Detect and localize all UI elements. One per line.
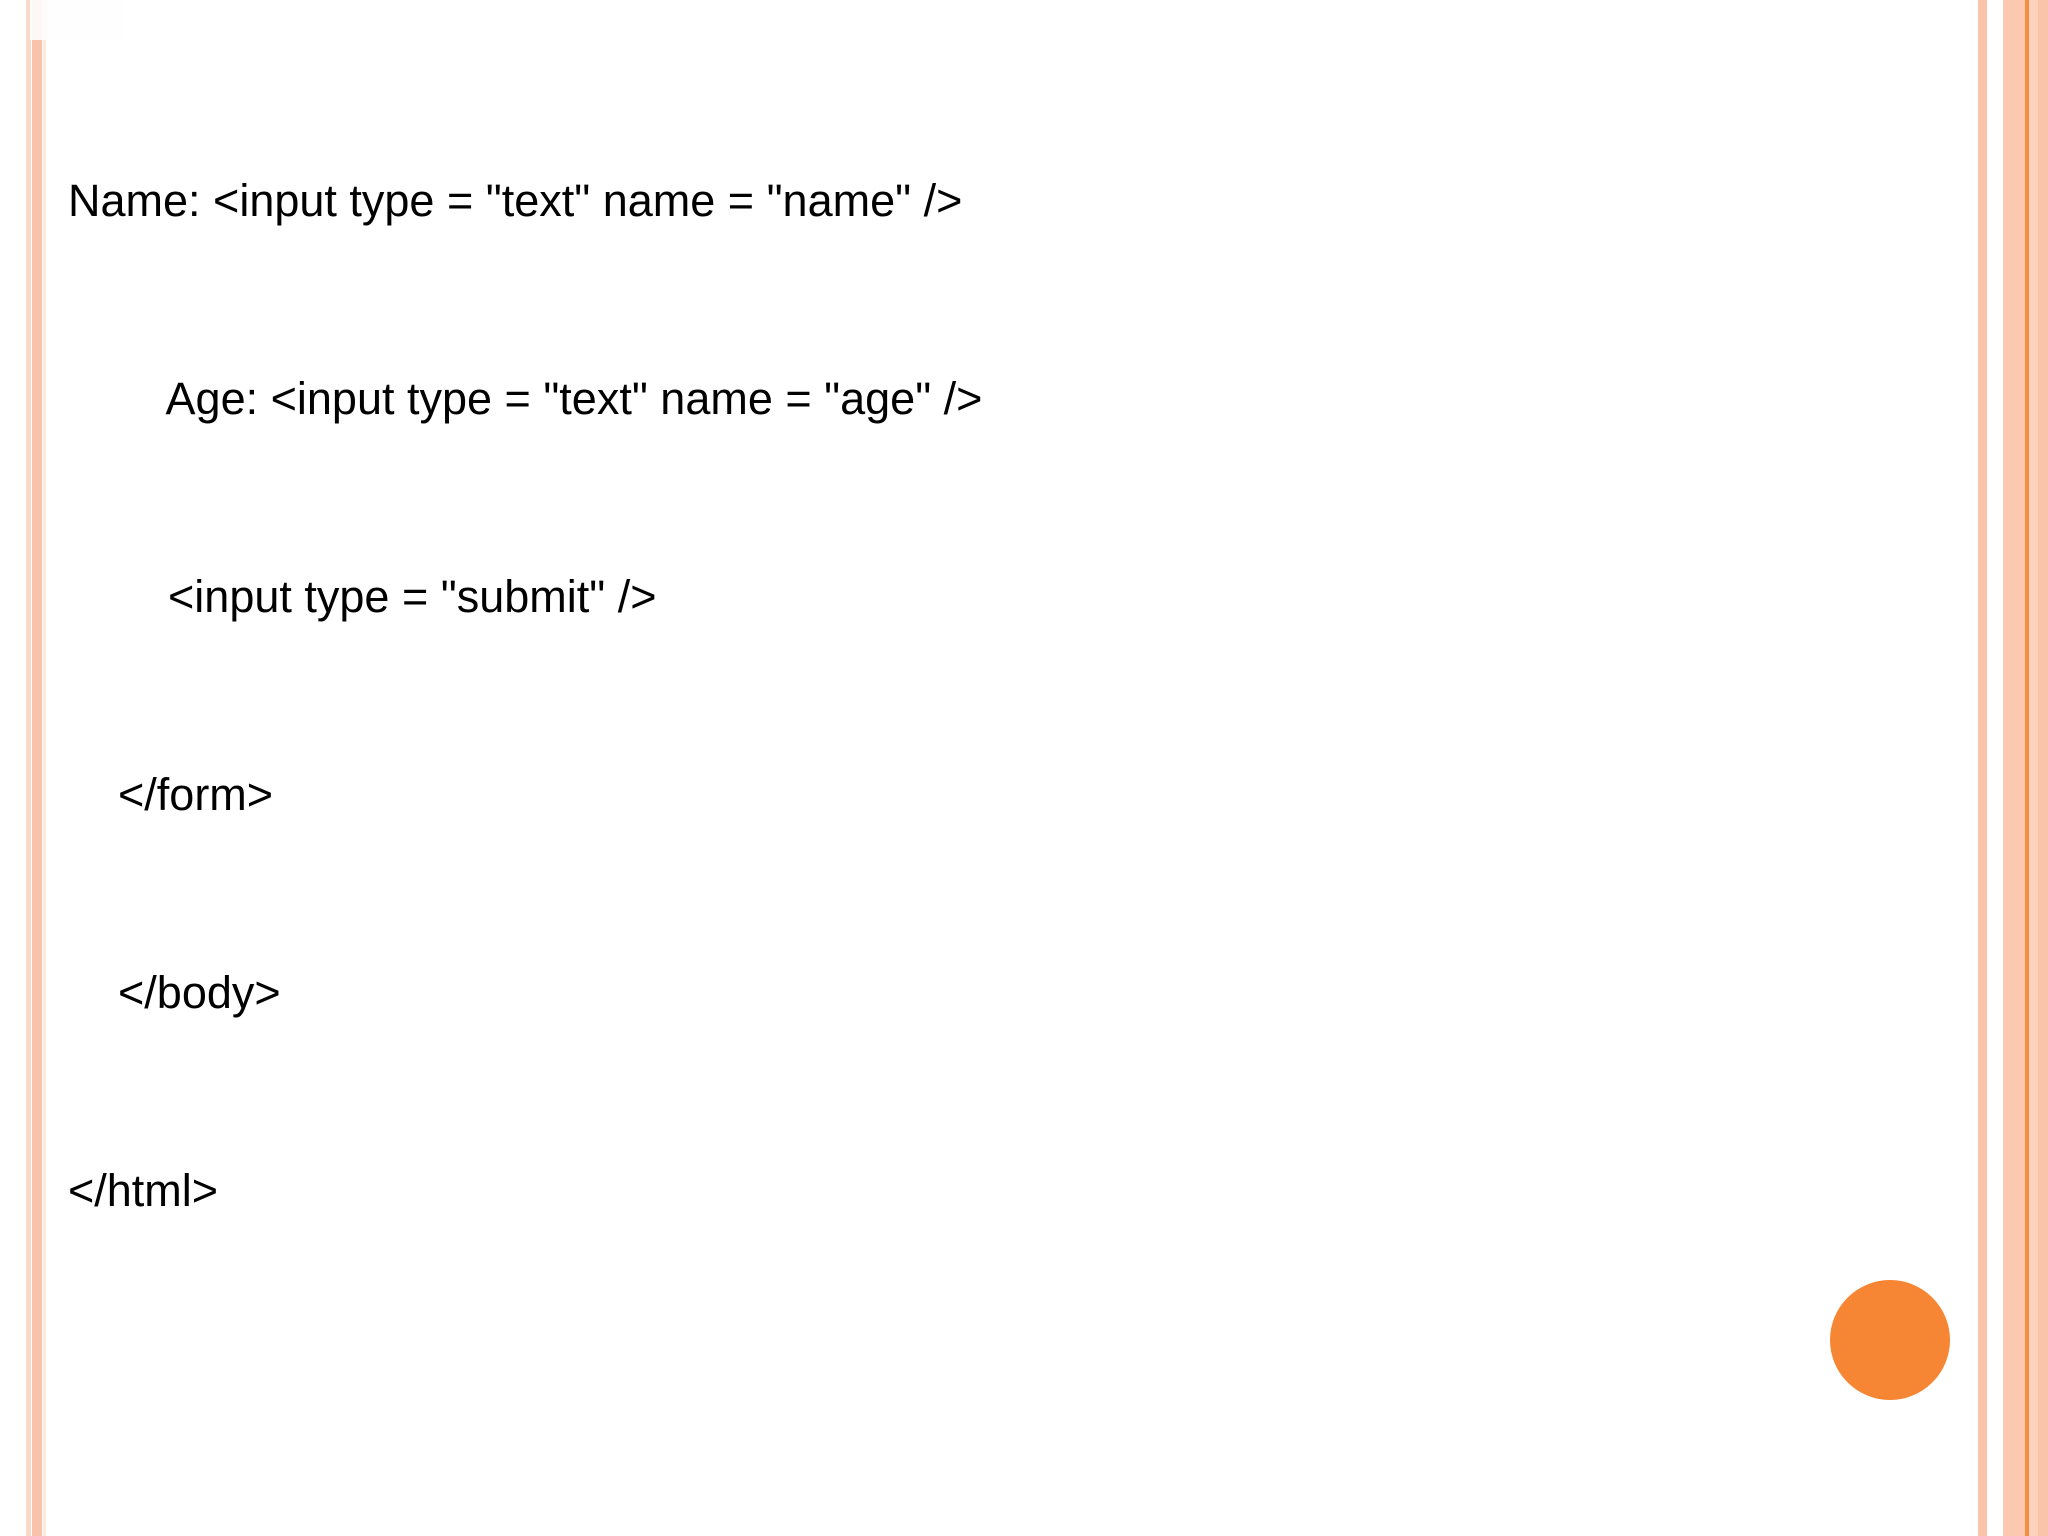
left-border-band <box>0 0 46 1536</box>
left-stripe-main <box>32 0 42 1536</box>
right-stripe-accent <box>2025 0 2029 1536</box>
code-line-age-input: Age: <input type = "text" name = "age" /… <box>68 373 983 424</box>
left-stripe-outer <box>26 0 31 1536</box>
code-line-html-close: </html> <box>68 1165 219 1216</box>
code-line-submit-input: <input type = "submit" /> <box>68 571 657 622</box>
right-stripe-1 <box>1978 0 1987 1536</box>
code-text-block: Name: <input type = "text" name = "name"… <box>0 36 1900 1356</box>
code-line-form-close: </form> <box>68 769 274 820</box>
right-stripe-4 <box>2029 0 2038 1536</box>
corner-decoration <box>30 0 122 40</box>
left-stripe-inner <box>43 0 46 1536</box>
orange-circle-decoration <box>1830 1280 1950 1400</box>
right-stripe-5 <box>2038 0 2048 1536</box>
right-border-band <box>1956 0 2048 1536</box>
right-stripe-2 <box>2003 0 2025 1536</box>
code-line-name-input: Name: <input type = "text" name = "name"… <box>68 175 963 226</box>
code-line-body-close: </body> <box>68 967 281 1018</box>
